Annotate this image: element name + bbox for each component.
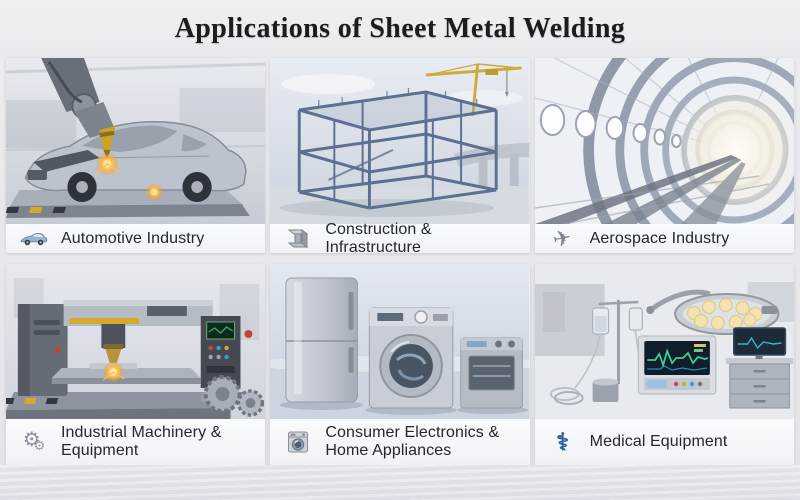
caption-automotive: Automotive Industry: [6, 224, 266, 253]
machine-column: [17, 304, 68, 396]
gears-icon: ⚙⚙: [22, 428, 46, 454]
gantry-bridge: [63, 300, 213, 326]
caption-medical: ⚕ Medical Equipment: [534, 419, 794, 465]
assembly-platform: [6, 190, 250, 218]
aerospace-illustration: [534, 58, 794, 224]
page-title: Applications of Sheet Metal Welding: [174, 13, 626, 44]
i-beam-icon: [280, 227, 316, 251]
washing-machine: [365, 307, 458, 415]
panel-medical: ⚕ Medical Equipment: [534, 264, 794, 465]
elevated-highway: [453, 143, 530, 206]
airplane-icon: ✈: [550, 223, 575, 253]
caption-consumer: Consumer Electronics & Home Appliances: [270, 419, 530, 465]
machine-base: [6, 392, 231, 419]
weld-sparks: [95, 152, 163, 201]
factory-backdrop: [6, 62, 266, 151]
countertop-oven: [457, 337, 529, 414]
panel-industrial: ⚙⚙ Industrial Machinery & Equipment: [6, 264, 266, 465]
panel-automotive: Automotive Industry: [6, 58, 266, 253]
fuselage-windows: [539, 104, 682, 148]
caption-industrial: ⚙⚙ Industrial Machinery & Equipment: [6, 419, 266, 465]
tower-crane: [426, 63, 522, 117]
refrigerator: [280, 277, 364, 410]
industrial-machinery-illustration: [6, 264, 266, 419]
construction-illustration: [270, 58, 530, 224]
floor-rails: [534, 155, 769, 224]
car-body: [24, 120, 247, 202]
spindle-head: [101, 324, 126, 368]
steel-gears: [200, 375, 265, 417]
automotive-illustration: [6, 58, 266, 224]
appliances-illustration: [270, 264, 530, 419]
poster-header: Applications of Sheet Metal Welding: [0, 0, 800, 58]
steel-frame: [298, 88, 498, 210]
washing-machine-icon: [280, 430, 316, 454]
caption-label: Medical Equipment: [589, 433, 728, 451]
panel-consumer: Consumer Electronics & Home Appliances: [270, 264, 530, 465]
iv-stand: [549, 300, 645, 405]
caption-aerospace: ✈ Aerospace Industry: [534, 223, 794, 253]
panel-aerospace: ✈ Aerospace Industry: [534, 58, 794, 253]
caption-label: Construction & Infrastructure: [325, 220, 432, 253]
weld-spark: [102, 361, 125, 383]
panel-construction: Construction & Infrastructure: [270, 58, 530, 253]
caption-construction: Construction & Infrastructure: [270, 220, 530, 253]
caption-label: Aerospace Industry: [589, 229, 730, 247]
caption-label: Automotive Industry: [61, 229, 205, 247]
medical-equipment-illustration: [534, 264, 794, 419]
caption-label: Industrial Machinery & Equipment: [61, 424, 222, 459]
bottom-margin: [0, 465, 800, 500]
caption-label: Consumer Electronics & Home Appliances: [325, 424, 500, 459]
panel-grid: Automotive Industry: [0, 58, 800, 465]
patient-monitor: [637, 335, 716, 395]
caduceus-icon: ⚕: [556, 428, 570, 456]
steel-cabinet: [725, 327, 794, 409]
car-icon: [16, 230, 52, 247]
